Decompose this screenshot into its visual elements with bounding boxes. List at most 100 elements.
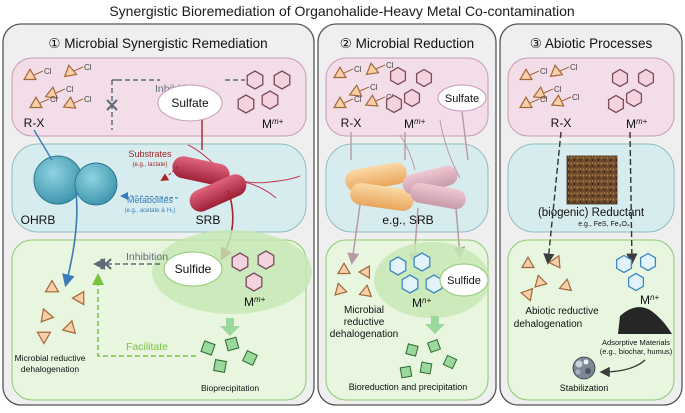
panel-2-heading: ② Microbial Reduction bbox=[340, 36, 474, 51]
triangle-molecule-icon bbox=[44, 86, 59, 100]
hexagon-ion-icon bbox=[245, 272, 263, 292]
hexagon-ion-icon bbox=[261, 90, 279, 110]
chlorine-label: Cl bbox=[572, 93, 580, 102]
substrates-label: Substrates bbox=[128, 149, 172, 159]
adsorptive-label-line1: Adsorptive Materials bbox=[602, 338, 670, 347]
chlorine-label: Cl bbox=[540, 67, 548, 76]
metabolites-arrow bbox=[120, 192, 179, 201]
dehal-label-line1: Microbial reductive bbox=[15, 353, 86, 363]
triangle-molecule-icon bbox=[518, 95, 534, 109]
precipitation-arrow bbox=[220, 318, 240, 336]
precipitation-arrow bbox=[425, 316, 445, 334]
srb-label: SRB bbox=[196, 213, 221, 227]
ohrb-label: OHRB bbox=[21, 213, 56, 227]
reductant-example: e.g., FeS, Fe₃O₄ bbox=[578, 221, 630, 228]
precipitate-square-icon bbox=[224, 336, 240, 352]
hexagon-ion-icon bbox=[401, 274, 419, 294]
inhibition-mark-bottom bbox=[100, 258, 112, 270]
sulfide-cloud bbox=[152, 230, 312, 314]
dehalogenation-arrow bbox=[347, 204, 361, 265]
bioprecipitation-label: Bioprecipitation bbox=[201, 383, 259, 393]
hexagon-ion-icon bbox=[425, 274, 443, 294]
sulfate-bubble bbox=[157, 84, 223, 122]
chlorine-label: Cl bbox=[354, 65, 362, 74]
hexagon-ion-icon bbox=[389, 256, 407, 276]
hexagon-ion-icon bbox=[415, 68, 433, 88]
metal-label: Mm+ bbox=[262, 117, 284, 132]
ohrb-dehalogenation-arrow bbox=[62, 191, 78, 288]
bioreduction-label: Bioreduction and precipitation bbox=[349, 382, 468, 392]
triangle-molecule-icon bbox=[358, 284, 373, 298]
precipitate-square-icon bbox=[242, 350, 258, 366]
triangle-molecule-icon bbox=[348, 83, 363, 97]
metabolites-example: (e.g., acetate & H₂) bbox=[124, 208, 175, 214]
rx-label: R-X bbox=[341, 116, 362, 130]
hexagon-ion-icon bbox=[385, 94, 403, 114]
hexagon-ion-icon bbox=[413, 252, 431, 272]
reduced-metal-ions bbox=[389, 252, 443, 294]
dehal-label-line1: Abiotic reductive bbox=[525, 306, 599, 317]
dehalogenated-products bbox=[334, 261, 373, 298]
precipitate-square-icon bbox=[200, 340, 216, 356]
sulfate-label: Sulfate bbox=[445, 93, 479, 105]
dehal-label-line1: Microbial bbox=[344, 305, 384, 316]
chlorine-label: Cl bbox=[84, 95, 92, 104]
metal-ions bbox=[607, 68, 655, 114]
triangle-molecule-icon bbox=[336, 261, 352, 275]
precipitates bbox=[399, 338, 458, 379]
triangle-molecule-icon bbox=[63, 64, 78, 78]
srb-cells bbox=[172, 144, 301, 212]
chlorine-label: Cl bbox=[50, 95, 58, 104]
ohrb-cells bbox=[33, 155, 118, 206]
srb-example-label: e.g., SRB bbox=[382, 213, 433, 227]
chlorine-label: Cl bbox=[370, 83, 378, 92]
dehal-label-line2: dehalogenation bbox=[514, 319, 582, 330]
sulfide-bubble bbox=[163, 251, 223, 287]
triangle-molecule-icon bbox=[364, 93, 379, 107]
figure-title: Synergistic Bioremediation of Organohali… bbox=[109, 3, 574, 19]
stabilization-arrow bbox=[599, 359, 646, 378]
chlorine-label: Cl bbox=[354, 95, 362, 104]
hexagon-ion-icon bbox=[246, 70, 264, 90]
triangle-molecule-icon bbox=[71, 290, 85, 306]
chlorine-label: Cl bbox=[386, 61, 394, 70]
triangle-molecule-icon bbox=[558, 278, 573, 292]
hexagon-ion-icon bbox=[615, 254, 633, 274]
chlorine-label: Cl bbox=[554, 85, 562, 94]
sulfide-label: Sulfide bbox=[175, 262, 212, 276]
triangle-molecule-icon bbox=[518, 67, 534, 81]
dehal-label-line2: dehalogenation bbox=[21, 364, 79, 374]
metal-ions bbox=[237, 70, 291, 114]
reduced-metal-label: Mn+ bbox=[412, 296, 431, 311]
triangle-molecule-icon bbox=[61, 319, 77, 335]
hexagon-ion-icon bbox=[273, 70, 291, 90]
sulfide-label: Sulfide bbox=[447, 275, 481, 287]
triangle-molecule-icon bbox=[28, 95, 44, 109]
hexagon-ion-icon bbox=[639, 252, 657, 272]
precipitates bbox=[200, 336, 258, 373]
metal-label: Mm+ bbox=[626, 117, 648, 132]
triangle-molecule-icon bbox=[36, 331, 52, 345]
inhibition-label-bottom: Inhibition bbox=[126, 251, 168, 263]
panel-1-contaminant-band bbox=[11, 57, 307, 137]
hexagon-ion-icon bbox=[237, 94, 255, 114]
stabilized-cluster bbox=[572, 356, 596, 380]
hexagon-ion-icon bbox=[627, 272, 645, 292]
triangle-molecule-icon bbox=[520, 255, 536, 269]
triangle-molecule-icon bbox=[332, 65, 348, 79]
rx-label: R-X bbox=[24, 116, 45, 130]
triangle-molecule-icon bbox=[22, 67, 38, 81]
triangle-molecule-icon bbox=[532, 85, 547, 99]
triangle-molecule-icon bbox=[334, 282, 348, 296]
metal-ions bbox=[385, 66, 433, 114]
chlorine-label: Cl bbox=[66, 85, 74, 94]
abiotic-dehalogenation-arrow bbox=[543, 131, 562, 265]
precipitate-square-icon bbox=[442, 354, 458, 370]
abiotic-reduction-arrow bbox=[626, 131, 638, 265]
precipitate-square-icon bbox=[405, 343, 419, 357]
srb-cells bbox=[345, 119, 466, 211]
